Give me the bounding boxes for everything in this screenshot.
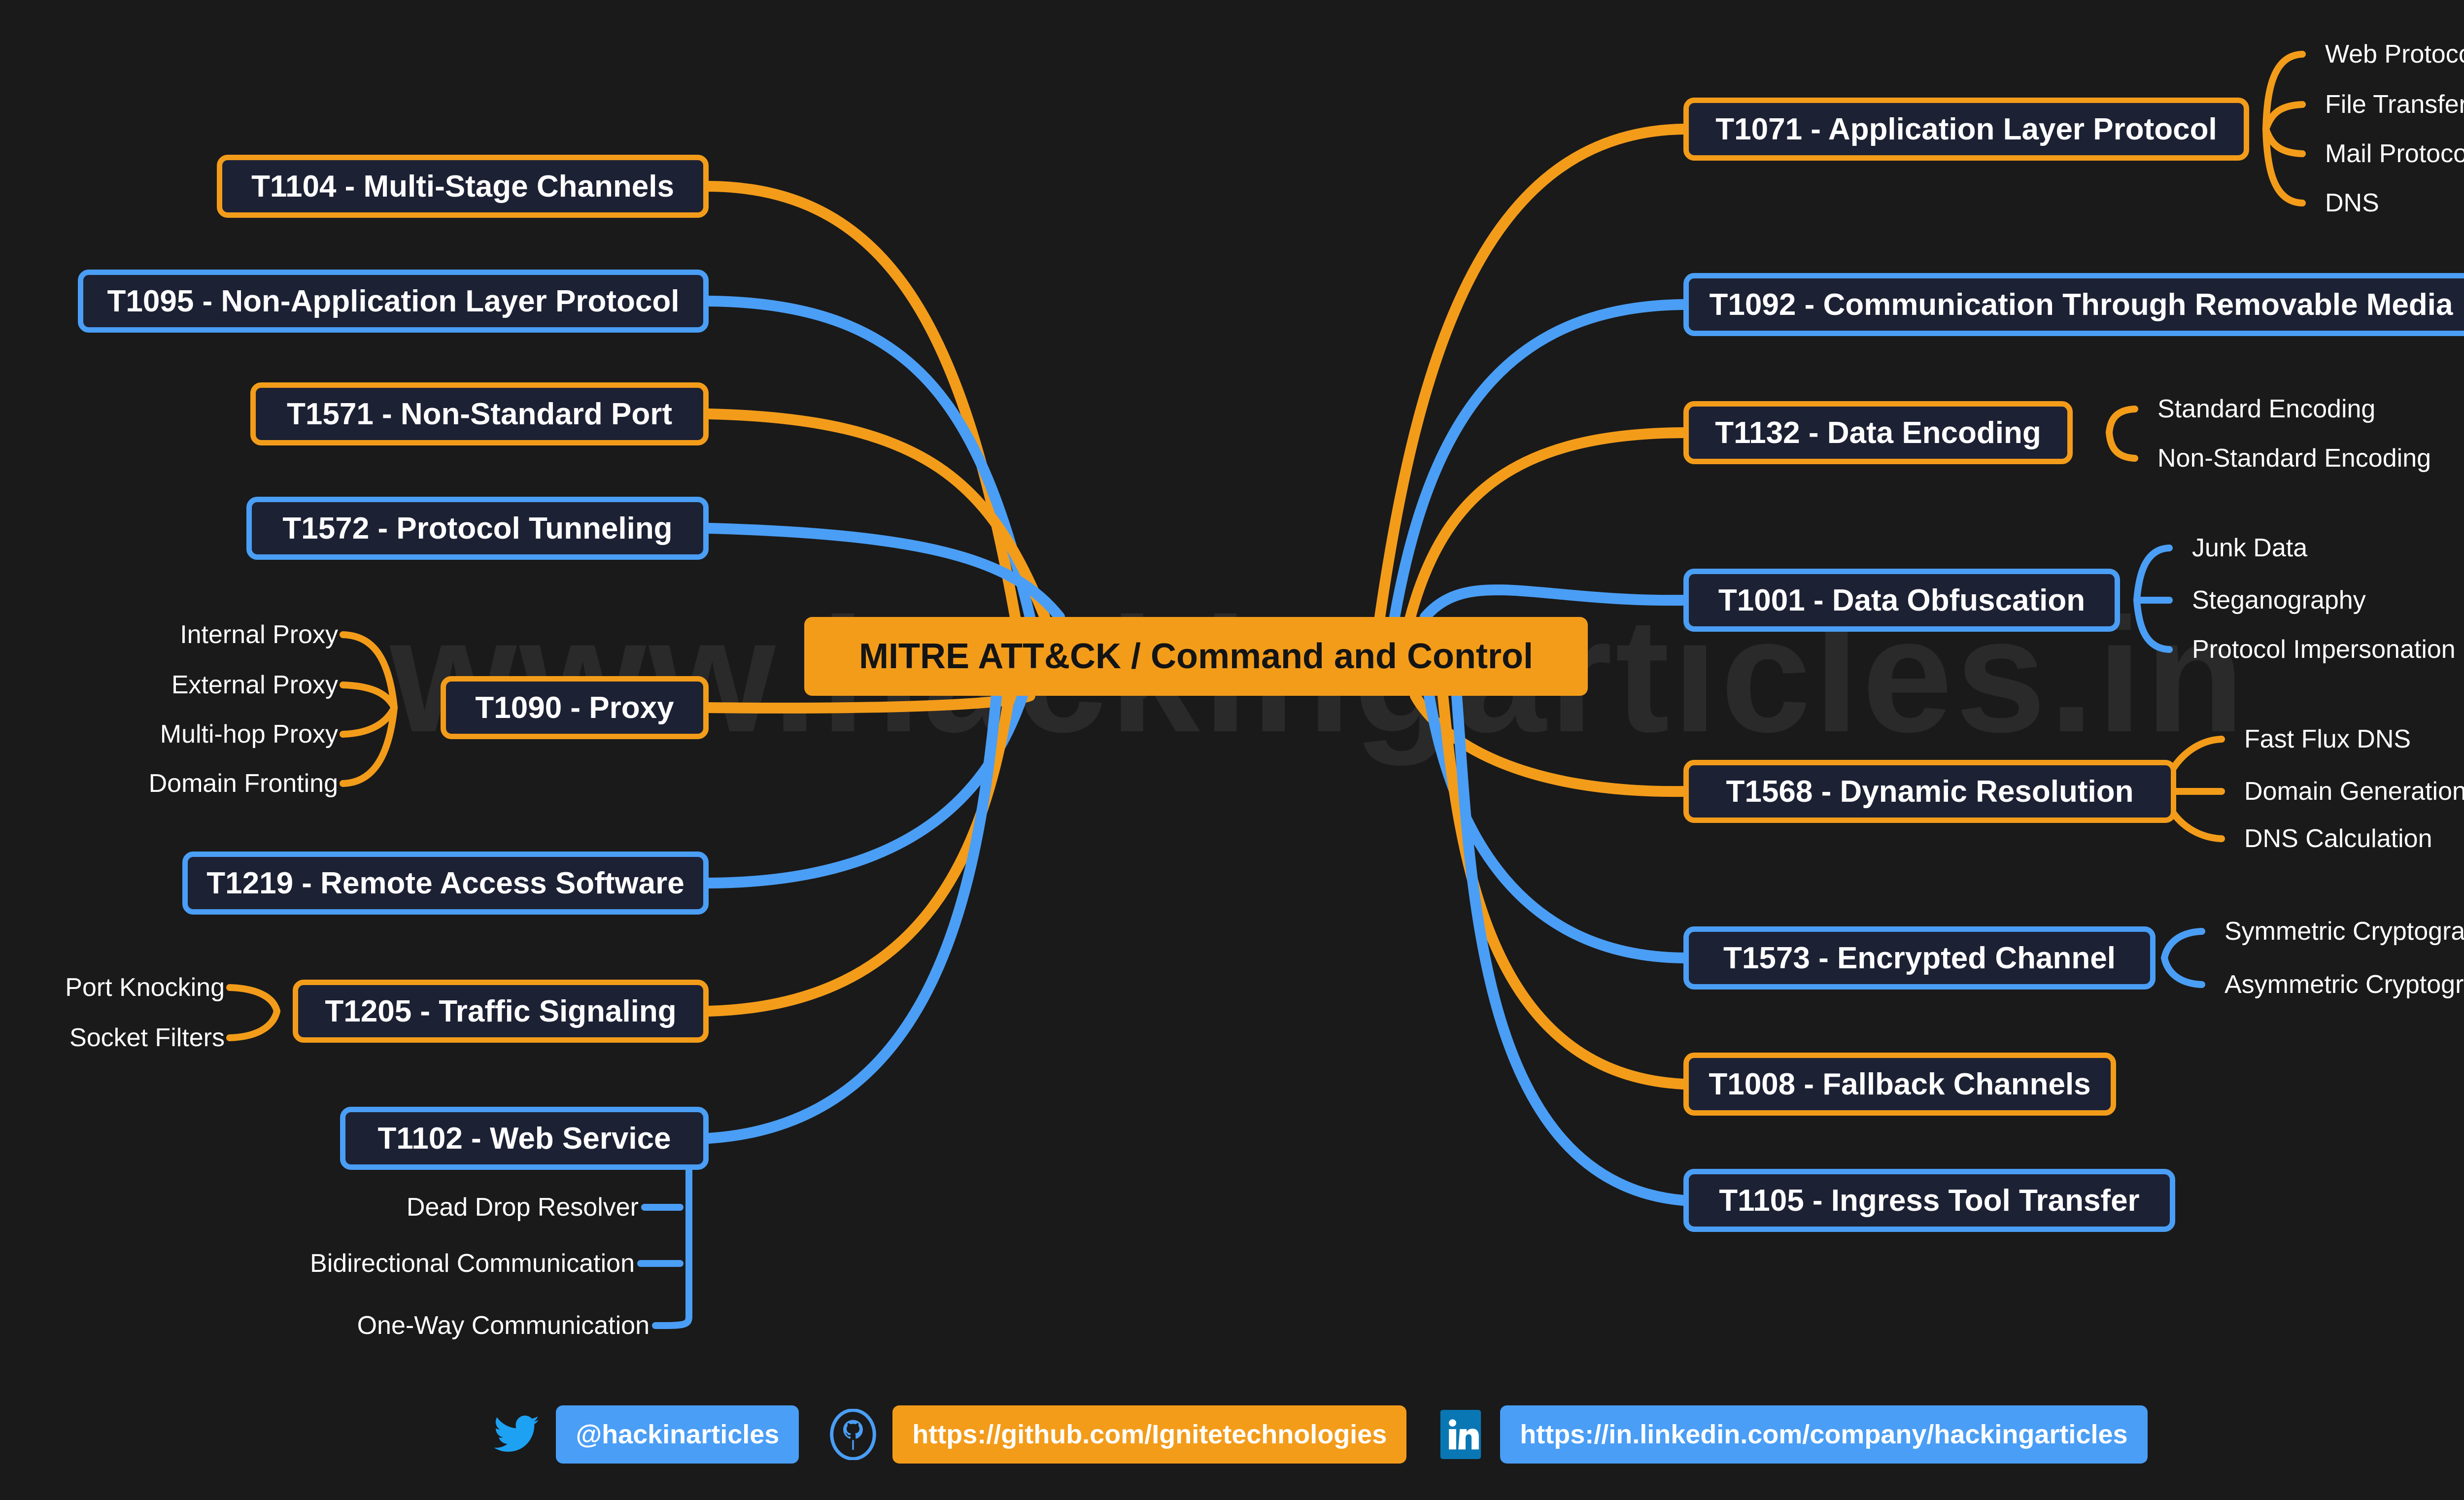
leaf-domain-fronting: Domain Fronting — [148, 769, 338, 798]
leaf-junk-data: Junk Data — [2192, 534, 2308, 562]
leaf-one-way-communication: One-Way Communication — [357, 1311, 650, 1340]
leaf-asymmetric-cryptography: Asymmetric Cryptography — [2224, 970, 2464, 999]
node-t1132[interactable]: T1132 - Data Encoding — [1683, 401, 2073, 464]
node-t1105[interactable]: T1105 - Ingress Tool Transfer — [1683, 1169, 2175, 1232]
leaf-steganography: Steganography — [2192, 586, 2366, 614]
leaf-external-proxy: External Proxy — [171, 671, 338, 699]
leaf-standard-encoding: Standard Encoding — [2157, 395, 2376, 423]
leaf-file-transfer-protocols: File Transfer Protocols — [2325, 90, 2464, 119]
leaf-socket-filters: Socket Filters — [69, 1023, 225, 1052]
leaf-port-knocking: Port Knocking — [65, 973, 225, 1002]
leaf-protocol-impersonation: Protocol Impersonation — [2192, 635, 2456, 664]
twitter-handle[interactable]: @hackinarticles — [556, 1405, 799, 1464]
leaf-bidirectional-communication: Bidirectional Communication — [310, 1249, 635, 1278]
node-t1104[interactable]: T1104 - Multi-Stage Channels — [217, 155, 709, 218]
leaf-mail-protocols: Mail Protocols — [2325, 139, 2464, 168]
node-t1090[interactable]: T1090 - Proxy — [441, 676, 709, 739]
central-node[interactable]: MITRE ATT&CK / Command and Control — [804, 617, 1588, 696]
github-icon — [826, 1408, 880, 1461]
linkedin-group[interactable]: https://in.linkedin.com/company/hackinga… — [1434, 1405, 2148, 1464]
node-t1573[interactable]: T1573 - Encrypted Channel — [1683, 926, 2156, 989]
twitter-group[interactable]: @hackinarticles — [490, 1405, 799, 1464]
leaf-multi-hop-proxy: Multi-hop Proxy — [160, 720, 338, 749]
leaf-non-standard-encoding: Non-Standard Encoding — [2157, 444, 2431, 473]
node-t1571[interactable]: T1571 - Non-Standard Port — [250, 382, 709, 445]
leaf-internal-proxy: Internal Proxy — [180, 620, 338, 649]
node-t1092[interactable]: T1092 - Communication Through Removable … — [1683, 273, 2464, 336]
node-t1102[interactable]: T1102 - Web Service — [340, 1107, 709, 1170]
linkedin-icon — [1434, 1408, 1487, 1461]
leaf-dns: DNS — [2325, 189, 2379, 217]
node-t1071[interactable]: T1071 - Application Layer Protocol — [1683, 98, 2249, 161]
node-t1572[interactable]: T1572 - Protocol Tunneling — [246, 497, 709, 560]
leaf-dead-drop-resolver: Dead Drop Resolver — [406, 1193, 639, 1222]
footer-social-bar: @hackinarticles https://github.com/Ignit… — [0, 1405, 2464, 1464]
node-t1568[interactable]: T1568 - Dynamic Resolution — [1683, 760, 2176, 823]
leaf-web-protocols: Web Protocols — [2325, 40, 2464, 68]
linkedin-url[interactable]: https://in.linkedin.com/company/hackinga… — [1500, 1405, 2148, 1464]
leaf-dns-calculation: DNS Calculation — [2244, 824, 2432, 853]
leaf-fast-flux-dns: Fast Flux DNS — [2244, 725, 2411, 753]
github-group[interactable]: https://github.com/Ignitetechnologies — [826, 1405, 1407, 1464]
github-url[interactable]: https://github.com/Ignitetechnologies — [892, 1405, 1407, 1464]
node-t1095[interactable]: T1095 - Non-Application Layer Protocol — [78, 270, 709, 333]
twitter-icon — [490, 1408, 543, 1461]
node-t1205[interactable]: T1205 - Traffic Signaling — [293, 980, 709, 1043]
node-t1219[interactable]: T1219 - Remote Access Software — [182, 852, 709, 915]
node-t1001[interactable]: T1001 - Data Obfuscation — [1683, 569, 2120, 632]
leaf-domain-generation-algorithms: Domain Generation Algorithms — [2244, 777, 2464, 806]
leaf-symmetric-cryptography: Symmetric Cryptography — [2224, 917, 2464, 946]
node-t1008[interactable]: T1008 - Fallback Channels — [1683, 1053, 2116, 1116]
